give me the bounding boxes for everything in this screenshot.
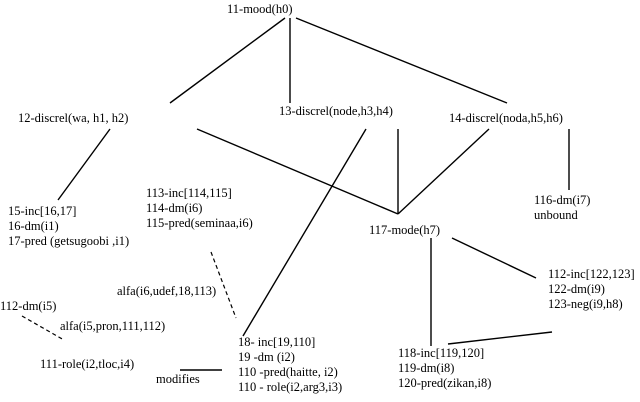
node-11-mood: 11-mood(h0)	[227, 2, 293, 17]
node-15-line-1: 15-inc[16,17]	[8, 204, 77, 218]
node-18-line-4: 110 - role(i2,arg3,i3)	[238, 380, 343, 394]
node-112-dm-line-1: 112-dm(i5)	[0, 299, 57, 313]
node-116-dm: 116-dm(i7) unbound	[534, 193, 590, 223]
dashed-edge-115-alfa	[210, 251, 237, 319]
node-18-line-3: 110 -pred(haitte, i2)	[238, 365, 338, 379]
node-15-line-3: 17-pred (getsugoobi ,i1)	[8, 234, 130, 248]
node-113-line-1: 113-inc[114,115]	[146, 186, 232, 200]
edge-123-118	[447, 331, 553, 345]
edge-14-117	[397, 128, 490, 215]
edge-12-15	[57, 128, 111, 201]
node-117-line-1: 117-mode(h7)	[369, 223, 441, 237]
node-117-mode: 117-mode(h7)	[369, 223, 440, 238]
edge-11-12	[169, 17, 286, 104]
node-111-role: 111-role(i2,tloc,i4)	[40, 357, 134, 372]
node-113-line-2: 114-dm(i6)	[146, 201, 203, 215]
node-18-line-2: 19 -dm (i2)	[238, 350, 295, 364]
node-113-inc: 113-inc[114,115] 114-dm(i6) 115-pred(sem…	[146, 186, 253, 231]
edge-12-117	[196, 128, 399, 215]
node-112-inc-line-2: 122-dm(i9)	[548, 282, 605, 296]
node-112-inc-line-1: 112-inc[122,123]	[548, 267, 635, 281]
node-alfa-i6: alfa(i6,udef,18,113)	[117, 284, 216, 299]
node-14-discrel: 14-discrel(noda,h5,h6)	[449, 111, 563, 126]
modifies-label: modifies	[156, 372, 200, 387]
node-15-line-2: 16-dm(i1)	[8, 219, 59, 233]
node-alfa-i5: alfa(i5,pron,111,112)	[60, 319, 165, 334]
node-alfa-i6-line-1: alfa(i6,udef,18,113)	[117, 284, 217, 298]
node-112-inc: 112-inc[122,123] 122-dm(i9) 123-neg(i9,h…	[548, 267, 635, 312]
node-15-inc: 15-inc[16,17] 16-dm(i1) 17-pred (getsugo…	[8, 204, 129, 249]
node-118-line-1: 118-inc[119,120]	[398, 346, 485, 360]
node-112-dm: 112-dm(i5)	[0, 299, 56, 314]
edge-11-14	[295, 17, 508, 104]
node-111-line-1: 111-role(i2,tloc,i4)	[40, 357, 135, 371]
node-118-inc: 118-inc[119,120] 119-dm(i8) 120-pred(zik…	[398, 346, 491, 391]
node-18-line-1: 18- inc[19,110]	[238, 335, 316, 349]
node-118-line-2: 119-dm(i8)	[398, 361, 455, 375]
node-18-inc: 18- inc[19,110] 19 -dm (i2) 110 -pred(ha…	[238, 335, 342, 395]
dashed-edge-112-alfa	[21, 315, 65, 341]
node-11-line-1: 11-mood(h0)	[227, 2, 293, 16]
node-alfa-i5-line-1: alfa(i5,pron,111,112)	[60, 319, 166, 333]
node-112-inc-line-3: 123-neg(i9,h8)	[548, 297, 623, 311]
node-12-line-1: 12-discrel(wa, h1, h2)	[18, 111, 129, 125]
modifies-line-1: modifies	[156, 372, 200, 386]
node-12-discrel: 12-discrel(wa, h1, h2)	[18, 111, 128, 126]
node-113-line-3: 115-pred(seminaa,i6)	[146, 216, 253, 230]
node-13-discrel: 13-discrel(node,h3,h4)	[279, 104, 393, 119]
node-118-line-3: 120-pred(zikan,i8)	[398, 376, 492, 390]
node-116-line-1: 116-dm(i7)	[534, 193, 591, 207]
edge-117-112	[451, 237, 537, 279]
node-116-line-2: unbound	[534, 208, 578, 222]
node-14-line-1: 14-discrel(noda,h5,h6)	[449, 111, 563, 125]
edge-13-18	[242, 128, 367, 337]
node-13-line-1: 13-discrel(node,h3,h4)	[279, 104, 393, 118]
